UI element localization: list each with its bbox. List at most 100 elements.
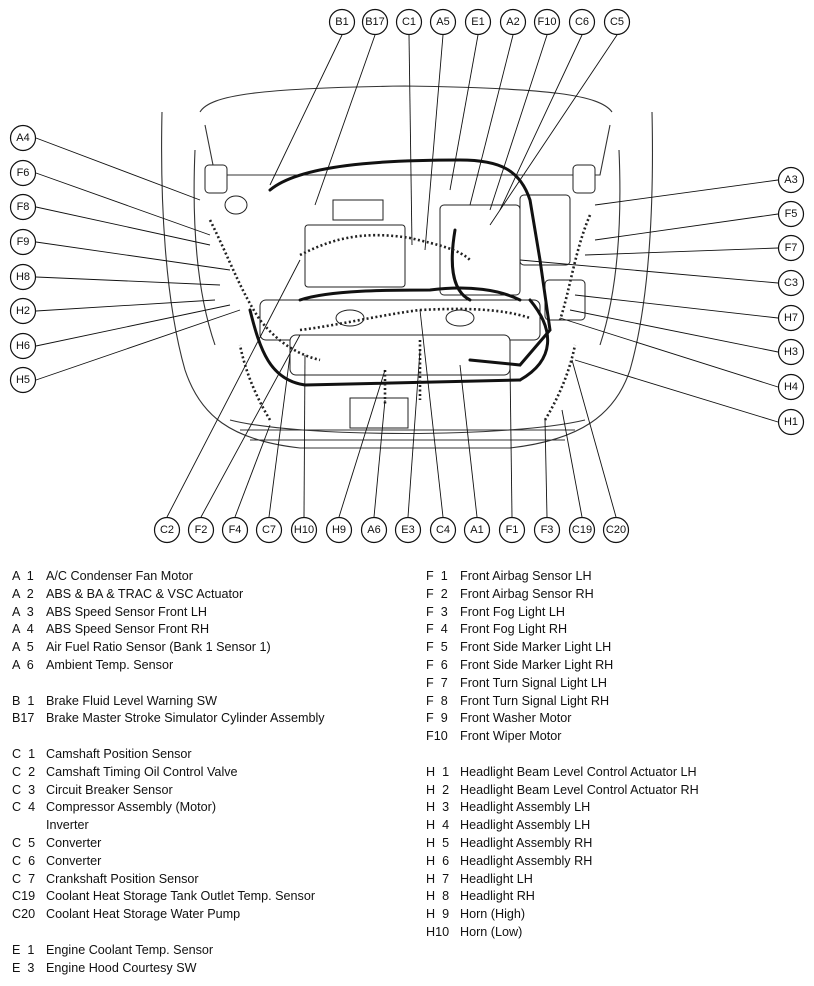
callout-f5: F5: [777, 200, 805, 228]
callout-label: C5: [610, 16, 624, 28]
callout-h10: H10: [290, 516, 318, 544]
legend-description: Front Side Marker Light RH: [460, 657, 614, 672]
callout-label: E1: [471, 16, 484, 28]
legend-code: C 3: [12, 782, 36, 797]
legend-description: Coolant Heat Storage Tank Outlet Temp. S…: [46, 889, 316, 904]
callout-label: A4: [16, 132, 29, 144]
callout-label: H3: [784, 346, 798, 358]
legend-description: Headlight Assembly LH: [460, 800, 591, 815]
leader-lines: [35, 34, 779, 518]
callout-label: H2: [16, 305, 30, 317]
legend-code: H 8: [426, 889, 450, 904]
legend-spacer: [12, 675, 412, 693]
legend-description: Headlight Assembly RH: [460, 853, 593, 868]
callout-label: A6: [367, 524, 380, 536]
callout-label: F3: [541, 524, 554, 536]
callout-label: B1: [335, 16, 348, 28]
legend-code: F 8: [426, 693, 448, 708]
legend-description: Brake Master Stroke Simulator Cylinder A…: [46, 711, 325, 726]
callout-label: H9: [332, 524, 346, 536]
callout-f2: F2: [187, 516, 215, 544]
legend-code: C20: [12, 907, 36, 922]
legend-code: F 9: [426, 711, 448, 726]
callout-a1: A1: [463, 516, 491, 544]
callout-label: F10: [538, 16, 557, 28]
callout-c2: C2: [153, 516, 181, 544]
legend-description: Headlight Beam Level Control Actuator RH: [460, 782, 699, 797]
callout-label: F2: [195, 524, 208, 536]
callout-label: H8: [16, 271, 30, 283]
callout-label: F6: [17, 167, 30, 179]
callout-e3: E3: [394, 516, 422, 544]
callout-label: H6: [16, 340, 30, 352]
callout-b1: B1: [328, 8, 356, 36]
legend-description: Engine Coolant Temp. Sensor: [46, 942, 214, 957]
callout-c3: C3: [777, 269, 805, 297]
legend-description: Headlight LH: [460, 871, 533, 886]
legend-description: Ambient Temp. Sensor: [46, 657, 174, 672]
legend-description: Front Airbag Sensor LH: [460, 569, 592, 583]
legend-code: C 5: [12, 835, 36, 850]
legend-description: Headlight Assembly RH: [460, 835, 593, 850]
callout-f4: F4: [221, 516, 249, 544]
legend-code: H 5: [426, 835, 450, 850]
callout-label: C7: [262, 524, 276, 536]
callout-e1: E1: [464, 8, 492, 36]
legend-description: Front Side Marker Light LH: [460, 640, 612, 655]
callout-f6: F6: [9, 159, 37, 187]
legend-description: Converter: [46, 835, 102, 850]
legend-code: H 2: [426, 782, 450, 797]
legend-spacer: [426, 746, 811, 764]
legend-code: A 1: [12, 569, 34, 583]
callout-h4: H4: [777, 373, 805, 401]
callout-label: H5: [16, 374, 30, 386]
callout-label: C4: [436, 524, 450, 536]
legend-description: Brake Fluid Level Warning SW: [46, 693, 218, 708]
legend-code: C 4: [12, 800, 36, 815]
legend-row: F 5 Front Side Marker Light LH: [426, 639, 811, 657]
callout-c4: C4: [429, 516, 457, 544]
legend-code: C 7: [12, 871, 36, 886]
legend-row: H 2 Headlight Beam Level Control Actuator…: [426, 782, 811, 800]
callout-h6: H6: [9, 332, 37, 360]
legend-code: C 1: [12, 746, 36, 761]
legend-code: H10: [426, 924, 450, 939]
legend-code: A 4: [12, 622, 34, 637]
callout-h8: H8: [9, 263, 37, 291]
legend-spacer: [12, 728, 412, 746]
callout-label: H1: [784, 416, 798, 428]
callout-a3: A3: [777, 166, 805, 194]
legend-code: F 5: [426, 640, 448, 655]
callout-label: C19: [572, 524, 592, 536]
legend-spacer: [12, 924, 412, 942]
vehicle-outline: [161, 85, 653, 449]
callout-label: H10: [294, 524, 314, 536]
callout-c20: C20: [602, 516, 630, 544]
legend-code: A 2: [12, 586, 34, 601]
callout-f9: F9: [9, 228, 37, 256]
legend-row: H 5 Headlight Assembly RH: [426, 835, 811, 853]
legend-code: F 2: [426, 586, 448, 601]
legend-code: A 5: [12, 640, 34, 655]
legend-code: F 4: [426, 622, 448, 637]
legend-code: H 7: [426, 871, 450, 886]
callout-label: H4: [784, 381, 798, 393]
legend-description: Front Turn Signal Light LH: [460, 675, 608, 690]
